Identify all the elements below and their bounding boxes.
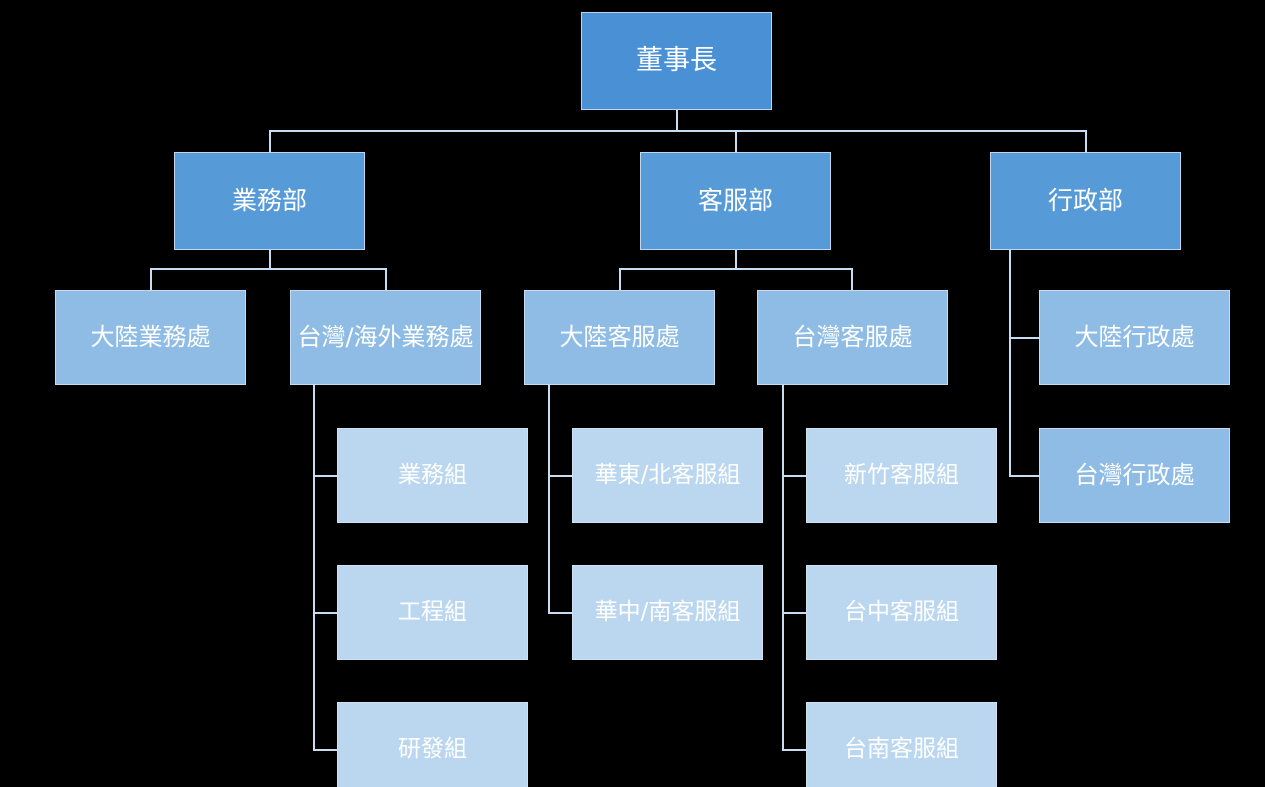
node-label: 董事長: [636, 45, 717, 77]
node-sales-cn[interactable]: 大陸業務處: [55, 290, 246, 385]
node-label: 行政部: [1047, 186, 1123, 216]
node-cs-cn[interactable]: 大陸客服處: [524, 290, 715, 385]
connector-to-team-sales: [313, 475, 337, 477]
node-cs-dept[interactable]: 客服部: [640, 152, 831, 250]
node-team-sales[interactable]: 業務組: [337, 428, 528, 523]
connector-to-team-cs-east-north: [548, 475, 572, 477]
connector-to-admin-dept: [1085, 130, 1087, 152]
node-team-cs-tainan[interactable]: 台南客服組: [806, 702, 997, 787]
connector-to-cs-cn: [619, 268, 621, 290]
node-label: 業務組: [398, 461, 467, 488]
node-team-engineering[interactable]: 工程組: [337, 565, 528, 660]
node-label: 客服部: [697, 186, 773, 216]
node-admin-dept[interactable]: 行政部: [990, 152, 1181, 250]
node-label: 新竹客服組: [844, 461, 959, 488]
node-chairman[interactable]: 董事長: [581, 12, 772, 110]
node-admin-cn[interactable]: 大陸行政處: [1039, 290, 1230, 385]
connector-cs-cn-teams-trunk: [548, 385, 550, 613]
connector-to-team-cs-taichung: [782, 612, 806, 614]
connector-level2-bus: [269, 130, 1087, 132]
connector-to-sales-cn: [150, 268, 152, 290]
node-team-cs-central-south[interactable]: 華中/南客服組: [572, 565, 763, 660]
connector-to-admin-cn: [1009, 337, 1039, 339]
connector-to-cs-tw: [851, 268, 853, 290]
node-team-cs-hsinchu[interactable]: 新竹客服組: [806, 428, 997, 523]
connector-sales-teams-trunk: [313, 385, 315, 750]
connector-to-cs-dept: [735, 130, 737, 152]
connector-to-sales-tw-overseas: [385, 268, 387, 290]
node-label: 台南客服組: [844, 735, 959, 762]
node-label: 研發組: [398, 735, 467, 762]
connector-to-sales-dept: [269, 130, 271, 152]
connector-to-team-cs-tainan: [782, 749, 806, 751]
node-label: 工程組: [398, 598, 467, 625]
connector-cs-dept-stem: [735, 250, 737, 268]
node-label: 大陸業務處: [90, 323, 211, 352]
connector-sales-divisions-bus: [150, 268, 386, 270]
connector-to-team-cs-central-south: [548, 612, 572, 614]
connector-to-team-cs-hsinchu: [782, 475, 806, 477]
node-label: 台灣客服處: [792, 323, 913, 352]
node-label: 台灣/海外業務處: [297, 323, 474, 352]
node-admin-tw[interactable]: 台灣行政處: [1039, 428, 1230, 523]
connector-to-team-rd: [313, 749, 337, 751]
node-label: 華中/南客服組: [594, 598, 741, 625]
connector-cs-tw-teams-trunk: [782, 385, 784, 750]
node-label: 台灣行政處: [1074, 461, 1195, 490]
node-team-rd[interactable]: 研發組: [337, 702, 528, 787]
node-cs-tw[interactable]: 台灣客服處: [757, 290, 948, 385]
connector-cs-divisions-bus: [619, 268, 853, 270]
connector-admin-trunk: [1009, 250, 1011, 476]
connector-to-admin-tw: [1009, 475, 1039, 477]
connector-to-team-engineering: [313, 612, 337, 614]
node-sales-tw-overseas[interactable]: 台灣/海外業務處: [290, 290, 481, 385]
node-team-cs-taichung[interactable]: 台中客服組: [806, 565, 997, 660]
node-label: 台中客服組: [844, 598, 959, 625]
connector-sales-dept-stem: [269, 250, 271, 268]
node-label: 業務部: [231, 186, 307, 216]
node-label: 大陸客服處: [559, 323, 680, 352]
node-sales-dept[interactable]: 業務部: [174, 152, 365, 250]
node-label: 大陸行政處: [1074, 323, 1195, 352]
connector-chairman-stem: [676, 110, 678, 132]
node-label: 華東/北客服組: [594, 461, 741, 488]
node-team-cs-east-north[interactable]: 華東/北客服組: [572, 428, 763, 523]
